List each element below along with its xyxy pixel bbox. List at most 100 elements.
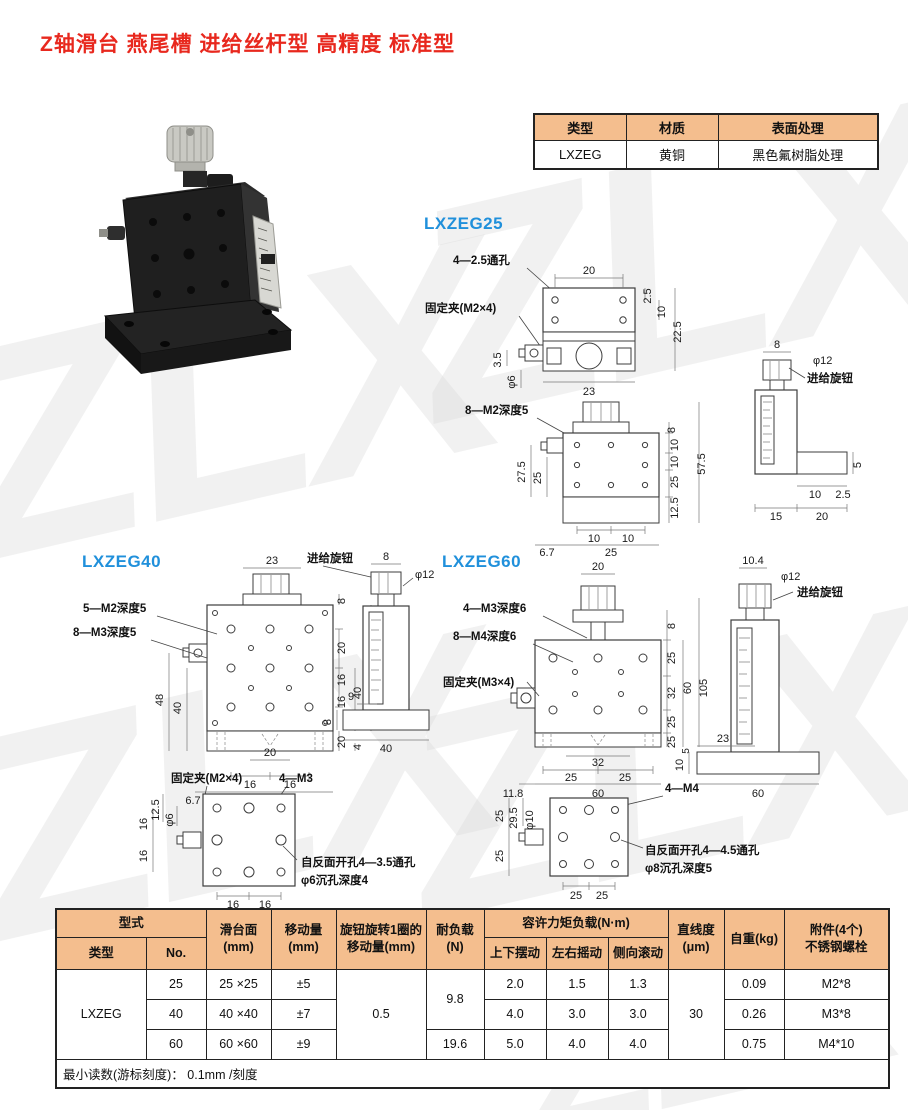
dimension-lines: [506, 274, 676, 388]
dim-label: 48: [154, 694, 166, 706]
spec-no: 25: [145, 968, 207, 1000]
spec-header-surface-line1: 滑台面: [219, 923, 258, 938]
dim-label: 23: [717, 733, 729, 745]
dimension-lines: [508, 798, 644, 890]
spec-header-yaw: 左右摇动: [545, 936, 609, 970]
spec-table: 型式 滑台面 (mm) 移动量 (mm) 旋钮旋转1圈的 移动量(mm) 耐负载…: [55, 908, 890, 1089]
dim-label: 8: [322, 719, 334, 725]
dim-label: 10: [669, 439, 681, 451]
spec-yaw: 1.5: [545, 968, 609, 1000]
spec-pitch: 4.0: [483, 998, 547, 1030]
dim-label: 60: [682, 682, 694, 694]
lxzeg25-drawing: 4—2.5通孔 固定夹(M2×4): [425, 254, 864, 559]
spec-header-no: No.: [145, 936, 207, 970]
spec-header-straightness: 直线度 (μm): [667, 908, 725, 970]
spec-header-roll: 侧向滚动: [607, 936, 669, 970]
dim-label: 25: [669, 476, 681, 488]
dim-label: 16: [336, 696, 348, 708]
dim-label: 25: [666, 716, 678, 728]
dim-label: 8: [336, 598, 348, 604]
annotation-label: 进给旋钮: [797, 585, 843, 599]
spec-header-knob-turn: 旋钮旋转1圈的 移动量(mm): [335, 908, 427, 970]
dim-label: 20: [264, 747, 276, 759]
annotation-label: 4—2.5通孔: [453, 254, 510, 267]
dim-label: φ6: [164, 813, 176, 826]
spec-surface: 40 ×40: [205, 998, 272, 1030]
dim-label: 57.5: [696, 453, 708, 474]
dim-label: 8: [666, 427, 678, 433]
dim-label: 20: [336, 736, 348, 748]
annotation-label: 4—M3深度6: [463, 601, 526, 615]
spec-header-load-line2: (N): [446, 940, 464, 955]
spec-bolt: M2*8: [783, 968, 890, 1000]
photo-knob: [166, 125, 233, 188]
info-value-surface: 黑色氟树脂处理: [717, 139, 879, 170]
spec-travel: ±7: [270, 998, 337, 1030]
annotation-label: φ6沉孔深度4: [301, 873, 369, 887]
dim-label: 20: [336, 642, 348, 654]
spec-header-straightness-line1: 直线度: [677, 923, 715, 938]
model-title-lxzeg25: LXZEG25: [424, 214, 504, 233]
spec-load-value: 19.6: [425, 1028, 485, 1060]
dimension-lines: [152, 794, 298, 900]
spec-surface: 60 ×60: [205, 1028, 272, 1060]
dim-label: 5: [681, 748, 692, 754]
dim-label: 8: [666, 623, 678, 629]
dimension-lines: [530, 402, 700, 546]
dim-label: 25: [494, 810, 506, 822]
dim-label: 32: [666, 687, 678, 699]
spec-header-surface: 滑台面 (mm): [205, 908, 272, 970]
lxzeg60-drawing: 4—M3深度6 8—M4深度6 固定夹(M3×4) 20 8: [443, 555, 843, 902]
annotation-label: 自反面开孔4—4.5通孔: [645, 843, 760, 857]
dim-label: 10: [669, 456, 681, 468]
dim-label: 40: [352, 687, 364, 699]
holes: [548, 653, 648, 715]
spec-roll: 4.0: [607, 1028, 669, 1060]
spec-pitch: 2.0: [483, 968, 547, 1000]
dim-label: 105: [698, 679, 710, 697]
dim-label: 25: [619, 772, 631, 784]
spec-bolt: M3*8: [783, 998, 890, 1030]
spec-header-load-line1: 耐负载: [436, 923, 474, 938]
spec-header-travel-line1: 移动量: [284, 923, 323, 938]
lxzeg40-front-view: 进给旋钮 5—M2深度5 8—M3深度5: [73, 551, 380, 807]
spec-header-accessory-line1: 附件(4个): [809, 923, 863, 938]
table-note-row: 最小读数(游标刻度)： 0.1mm /刻度: [55, 1058, 890, 1088]
dim-label: 3.5: [492, 352, 504, 367]
dim-label: 20: [592, 561, 604, 573]
lxzeg25-side-view: 8 φ12 进给旋钮 5 10 2.5 15 20: [754, 339, 864, 523]
info-value-type: LXZEG: [533, 139, 627, 170]
dim-label: 2.5: [642, 288, 654, 303]
spec-header-surface-line2: (mm): [223, 940, 254, 955]
dim-label: 16: [138, 850, 150, 862]
dim-label: 16: [284, 779, 296, 791]
dim-label: 10: [674, 759, 686, 771]
annotation-label: 进给旋钮: [807, 371, 853, 385]
dim-label: 9: [348, 691, 354, 703]
info-header-type: 类型: [533, 113, 627, 141]
dim-label: 60: [592, 788, 604, 800]
dim-label: 10: [809, 489, 821, 501]
spec-type-value: LXZEG: [55, 968, 147, 1060]
dim-label: 25: [565, 772, 577, 784]
lxzeg25-front-view: 8—M2深度5 8: [465, 401, 708, 559]
dimension-lines: [688, 567, 819, 785]
spec-header-type: 类型: [55, 936, 147, 970]
lxzeg60-bottom-view: 4—M4 25 29.5 φ10 25 25 25: [494, 783, 760, 902]
annotation-label: 8—M2深度5: [465, 403, 529, 417]
spec-yaw: 4.0: [545, 1028, 609, 1060]
annotation-label: 固定夹(M2×4): [171, 771, 242, 785]
photo-body: [99, 182, 282, 321]
spec-header-travel: 移动量 (mm): [270, 908, 337, 970]
dim-label: 25: [494, 850, 506, 862]
spec-weight: 0.75: [723, 1028, 785, 1060]
page-title: Z轴滑台 燕尾槽 进给丝杆型 高精度 标准型: [40, 33, 456, 56]
annotation-label: 8—M3深度5: [73, 625, 137, 639]
dim-label: 5: [852, 462, 864, 468]
lxzeg40-side-view: 8 φ12 9 8 40: [322, 551, 434, 755]
spec-roll: 1.3: [607, 968, 669, 1000]
dim-label: φ12: [781, 571, 800, 583]
dim-label: 10.4: [742, 555, 763, 567]
dim-label: 16: [138, 818, 150, 830]
dim-label: 32: [592, 757, 604, 769]
